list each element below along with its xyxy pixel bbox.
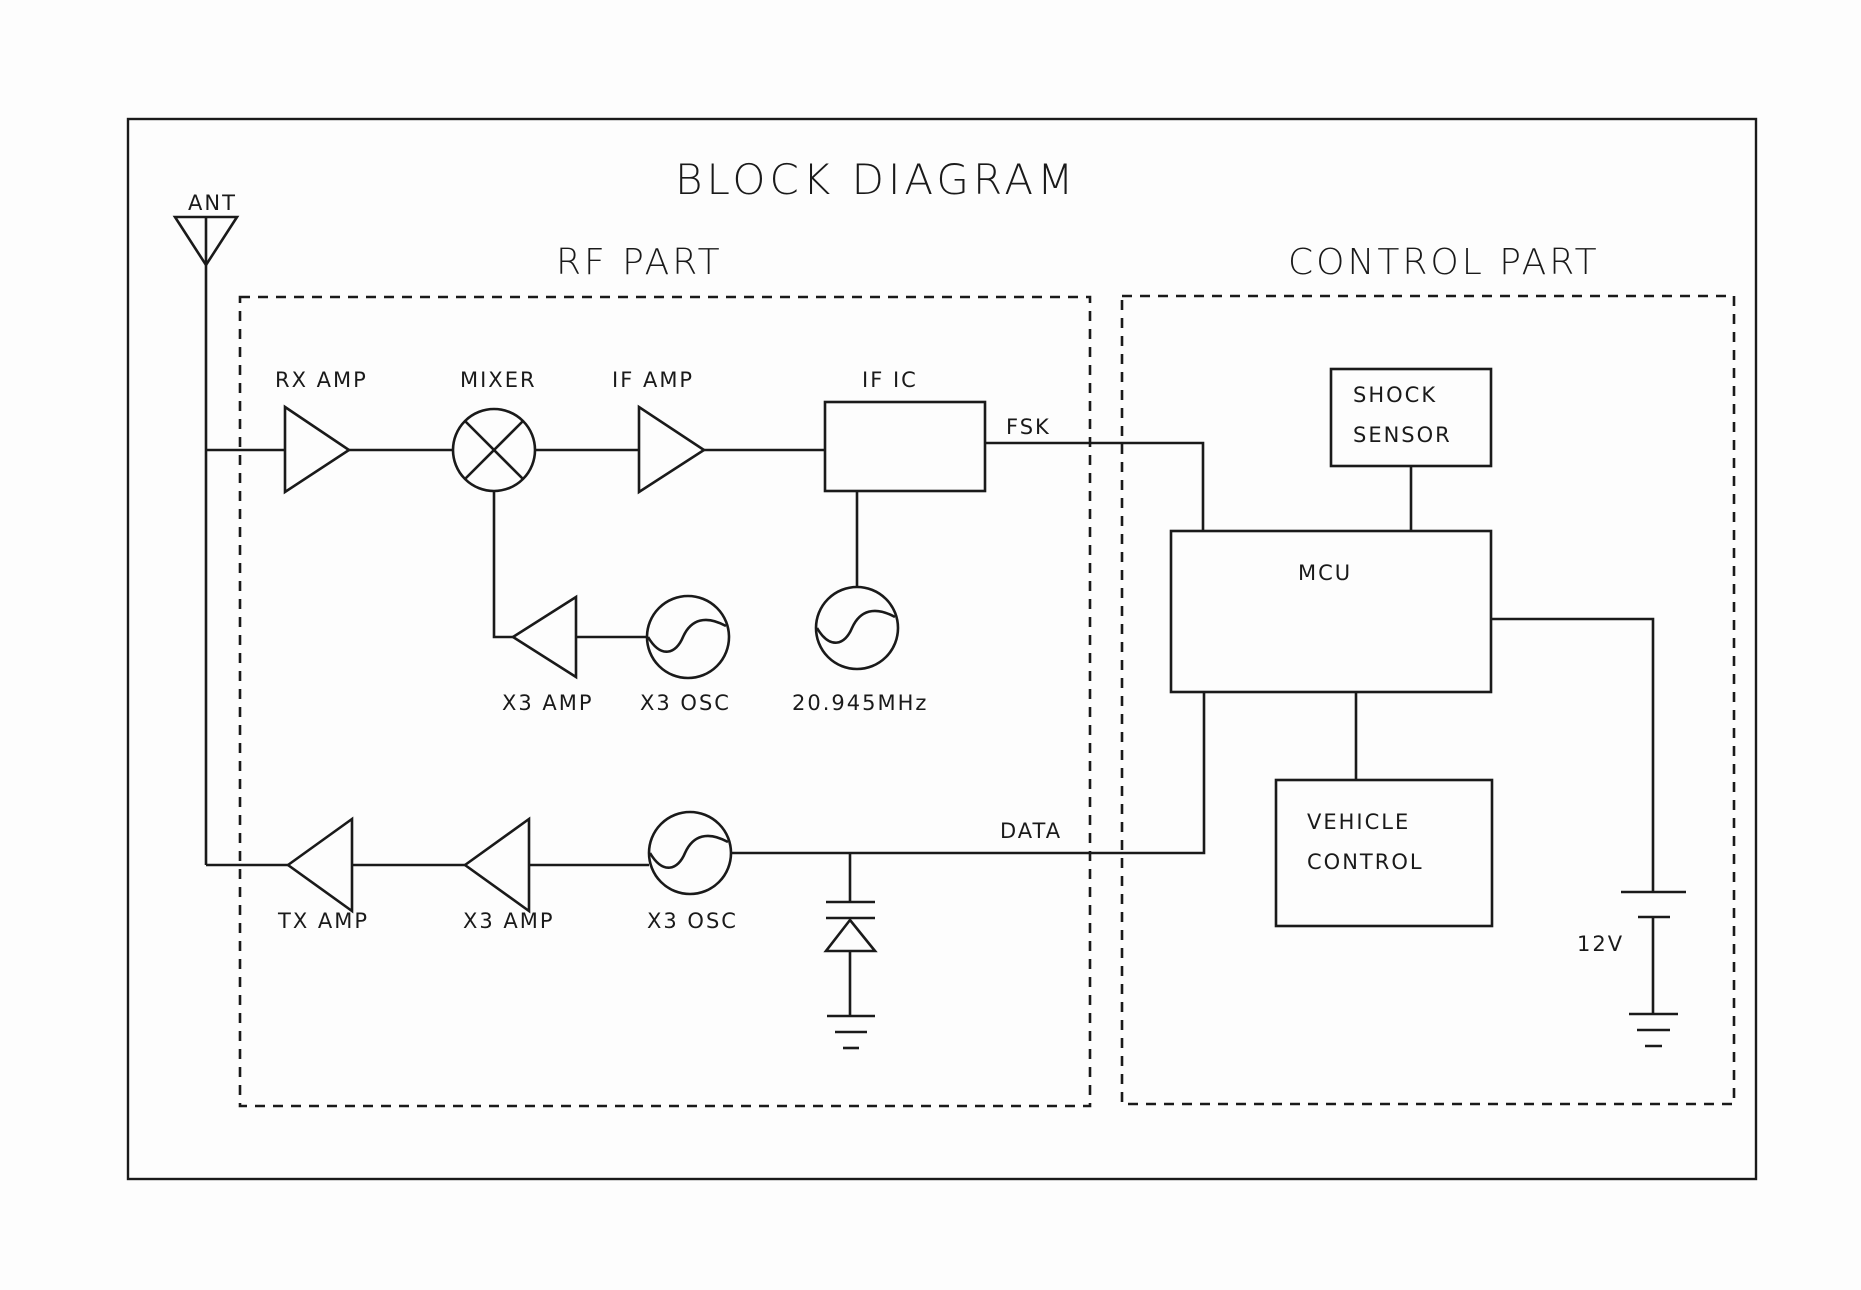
x3-amp-lower-icon [462, 816, 531, 914]
x3-osc-upper-icon [645, 594, 731, 680]
battery-label: 12V [1577, 932, 1624, 956]
wire-data [731, 692, 1206, 855]
antenna-icon [172, 215, 240, 865]
wire-fsk [985, 441, 1205, 531]
mixer-icon [451, 407, 537, 493]
rx-amp-icon [283, 404, 352, 495]
tx-amp-label: TX AMP [277, 909, 369, 933]
mixer-label: MIXER [460, 368, 537, 392]
antenna-label: ANT [188, 191, 237, 215]
x3-amp-lower-label: X3 AMP [463, 909, 555, 933]
x3-amp-upper-label: X3 AMP [502, 691, 594, 715]
x3-amp-upper-icon [510, 594, 578, 680]
outer-frame [126, 117, 1758, 1181]
vehicle-control-block [1274, 778, 1494, 928]
if-ic-label: IF IC [862, 368, 918, 392]
x3-osc-lower-icon [647, 810, 733, 896]
tx-amp-icon [285, 816, 354, 914]
mcu-label: MCU [1298, 561, 1352, 585]
battery-icon [1621, 890, 1686, 1014]
if-ic-block [823, 400, 987, 493]
control-part-title: CONTROL PART [1288, 242, 1600, 283]
control-part-boundary [1120, 294, 1736, 1106]
vehicle-control-label-1: VEHICLE [1307, 810, 1410, 834]
varactor-diode-icon [823, 853, 878, 1016]
x3-osc-upper-label: X3 OSC [640, 691, 731, 715]
ref-osc-label: 20.945MHz [792, 691, 928, 715]
diagram-title: BLOCK DIAGRAM [675, 155, 1077, 204]
ref-oscillator-icon [814, 585, 900, 671]
ground-icon [827, 1014, 875, 1050]
if-amp-icon [637, 404, 707, 495]
shock-sensor-label-2: SENSOR [1353, 423, 1452, 447]
vehicle-control-label-2: CONTROL [1307, 850, 1424, 874]
shock-sensor-label-1: SHOCK [1353, 383, 1437, 407]
rx-amp-label: RX AMP [275, 368, 368, 392]
data-label: DATA [1000, 819, 1062, 843]
rf-part-title: RF PART [556, 242, 723, 283]
wire-mcu-battery [1491, 617, 1655, 892]
wire-mixer-lo [492, 491, 513, 639]
if-amp-label: IF AMP [612, 368, 694, 392]
ground-icon-battery [1629, 1012, 1678, 1048]
x3-osc-lower-label: X3 OSC [647, 909, 738, 933]
mcu-block [1169, 529, 1493, 694]
fsk-label: FSK [1006, 415, 1051, 439]
